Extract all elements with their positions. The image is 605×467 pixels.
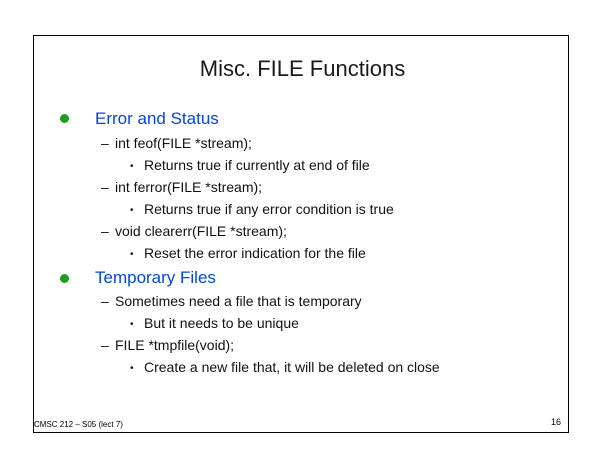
- section-heading-temporary-files: Temporary Files: [95, 268, 216, 287]
- item-text: Sometimes need a file that is temporary: [115, 293, 362, 309]
- list-subitem: • Returns true if currently at end of fil…: [130, 155, 370, 177]
- list-item: –int ferror(FILE *stream);: [101, 177, 262, 197]
- item-text: int feof(FILE *stream);: [115, 135, 252, 151]
- list-subitem: • Create a new file that, it will be dele…: [130, 357, 440, 379]
- footer-course-label: CMSC 212 – S05 (lect 7): [34, 420, 123, 429]
- dash-icon: –: [101, 135, 109, 151]
- section-bullet-icon: [60, 114, 69, 123]
- dash-icon: –: [101, 179, 109, 195]
- list-subitem: • But it needs to be unique: [130, 313, 299, 335]
- subitem-text: Returns true if currently at end of file: [144, 157, 370, 173]
- dash-icon: –: [101, 337, 109, 353]
- bullet-icon: •: [130, 161, 134, 172]
- item-text: int ferror(FILE *stream);: [115, 179, 263, 195]
- list-item: –FILE *tmpfile(void);: [101, 335, 234, 355]
- section-bullet-icon: [60, 274, 69, 283]
- page-number: 16: [550, 417, 561, 427]
- item-text: void clearerr(FILE *stream);: [115, 223, 287, 239]
- bullet-icon: •: [130, 363, 134, 374]
- list-item: –void clearerr(FILE *stream);: [101, 221, 287, 241]
- list-item: –Sometimes need a file that is temporary: [101, 291, 362, 311]
- list-subitem: • Returns true if any error condition is …: [130, 199, 394, 221]
- item-text: FILE *tmpfile(void);: [115, 337, 235, 353]
- bullet-icon: •: [130, 249, 134, 260]
- dash-icon: –: [101, 223, 109, 239]
- slide-title: Misc. FILE Functions: [199, 56, 406, 81]
- list-subitem: • Reset the error indication for the file: [130, 243, 366, 265]
- dash-icon: –: [101, 293, 109, 309]
- slide-frame: [33, 35, 569, 433]
- bullet-icon: •: [130, 205, 134, 216]
- bullet-icon: •: [130, 319, 134, 330]
- subitem-text: Returns true if any error condition is t…: [144, 201, 394, 217]
- section-heading-error-status: Error and Status: [95, 109, 219, 128]
- subitem-text: But it needs to be unique: [144, 315, 299, 331]
- subitem-text: Create a new file that, it will be delet…: [144, 359, 440, 375]
- list-item: –int feof(FILE *stream);: [101, 133, 252, 153]
- subitem-text: Reset the error indication for the file: [144, 245, 366, 261]
